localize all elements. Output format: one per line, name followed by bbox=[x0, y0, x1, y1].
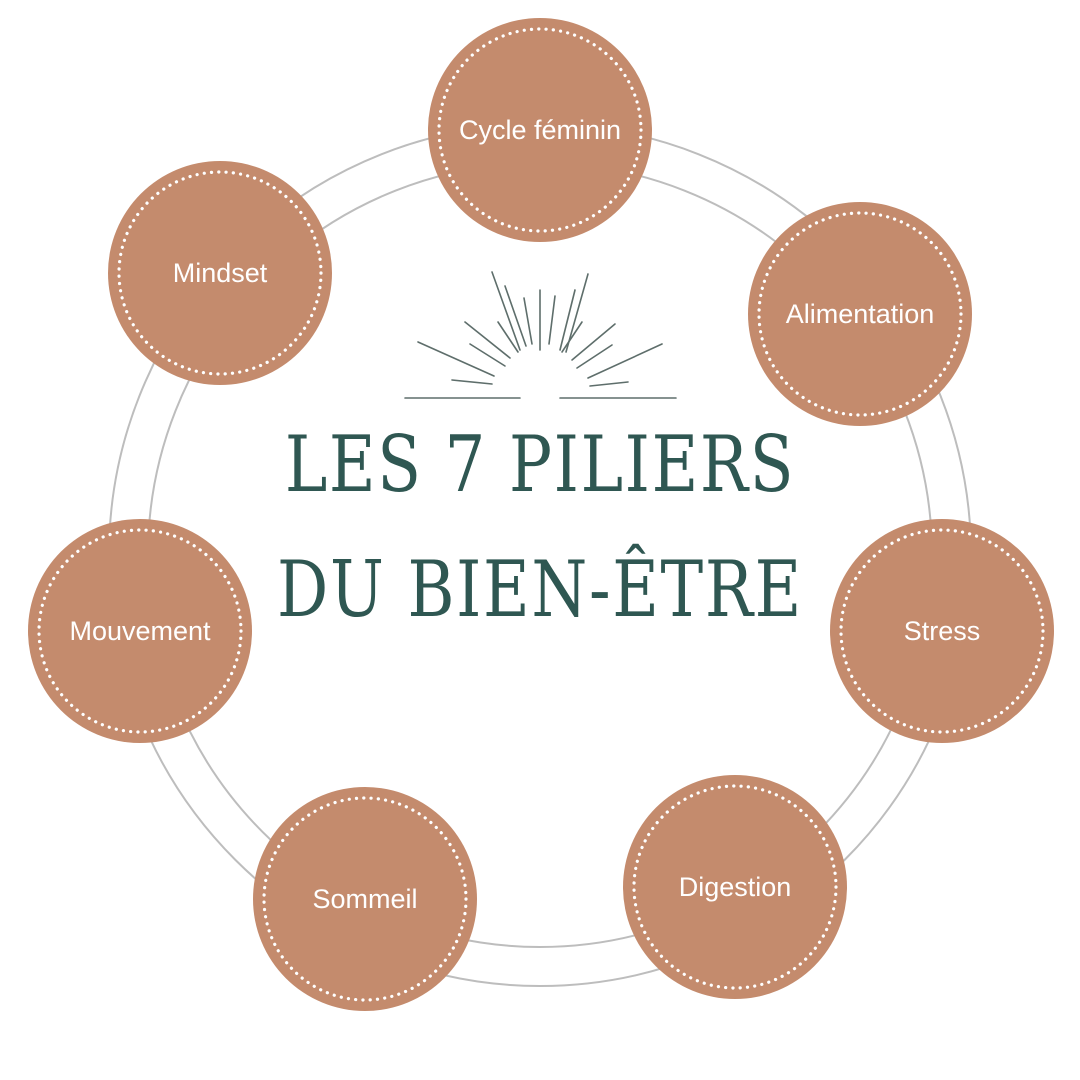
dotted-border bbox=[632, 784, 838, 990]
pillar-label-stress: Stress bbox=[903, 616, 981, 646]
sun-ray bbox=[469, 343, 506, 367]
pillar-stress bbox=[830, 519, 1054, 743]
sun-ray bbox=[497, 321, 519, 353]
pillar-label-digestion: Digestion bbox=[678, 872, 792, 902]
sun-ray bbox=[576, 344, 613, 369]
pillar-label-alimentation: Alimentation bbox=[785, 299, 935, 329]
sun-ray bbox=[504, 285, 527, 347]
pillar-label-cycle-feminin: Cycle féminin bbox=[458, 115, 622, 145]
pillar-circle bbox=[108, 161, 332, 385]
pillar-label-sommeil: Sommeil bbox=[312, 884, 418, 914]
sun-ray bbox=[417, 341, 495, 377]
pillar-label-mindset: Mindset bbox=[172, 258, 268, 288]
sun-ray bbox=[491, 271, 521, 351]
dotted-border bbox=[37, 528, 243, 734]
pillar-circle bbox=[623, 775, 847, 999]
pillar-circle bbox=[748, 202, 972, 426]
pillar-circle bbox=[28, 519, 252, 743]
title-line-2: DU BIEN-ÊTRE bbox=[277, 545, 803, 635]
sun-ray bbox=[548, 295, 556, 345]
sun-ray bbox=[571, 323, 616, 361]
sunrise-icon bbox=[404, 271, 677, 399]
sun-ray bbox=[589, 381, 629, 387]
dotted-border bbox=[757, 211, 963, 417]
sun-ray bbox=[587, 343, 663, 379]
sun-ray bbox=[561, 321, 583, 353]
pillar-circles bbox=[28, 18, 1054, 1011]
pillar-mindset bbox=[108, 161, 332, 385]
dotted-border bbox=[437, 27, 643, 233]
dotted-border bbox=[262, 796, 468, 1002]
sun-ray bbox=[451, 379, 493, 385]
pillar-circle bbox=[830, 519, 1054, 743]
pillar-label-mouvement: Mouvement bbox=[69, 616, 211, 646]
pillar-digestion bbox=[623, 775, 847, 999]
pillar-cycle-feminin bbox=[428, 18, 652, 242]
sun-ray bbox=[565, 273, 589, 353]
sun-ray bbox=[464, 321, 511, 359]
pillar-circle bbox=[253, 787, 477, 1011]
title-line-1: LES 7 PILIERS bbox=[284, 420, 796, 510]
pillar-alimentation bbox=[748, 202, 972, 426]
sun-ray bbox=[559, 289, 576, 351]
dotted-border bbox=[117, 170, 323, 376]
pillar-mouvement bbox=[28, 519, 252, 743]
pillar-sommeil bbox=[253, 787, 477, 1011]
pillar-circle bbox=[428, 18, 652, 242]
dotted-border bbox=[839, 528, 1045, 734]
sun-ray bbox=[523, 297, 533, 345]
